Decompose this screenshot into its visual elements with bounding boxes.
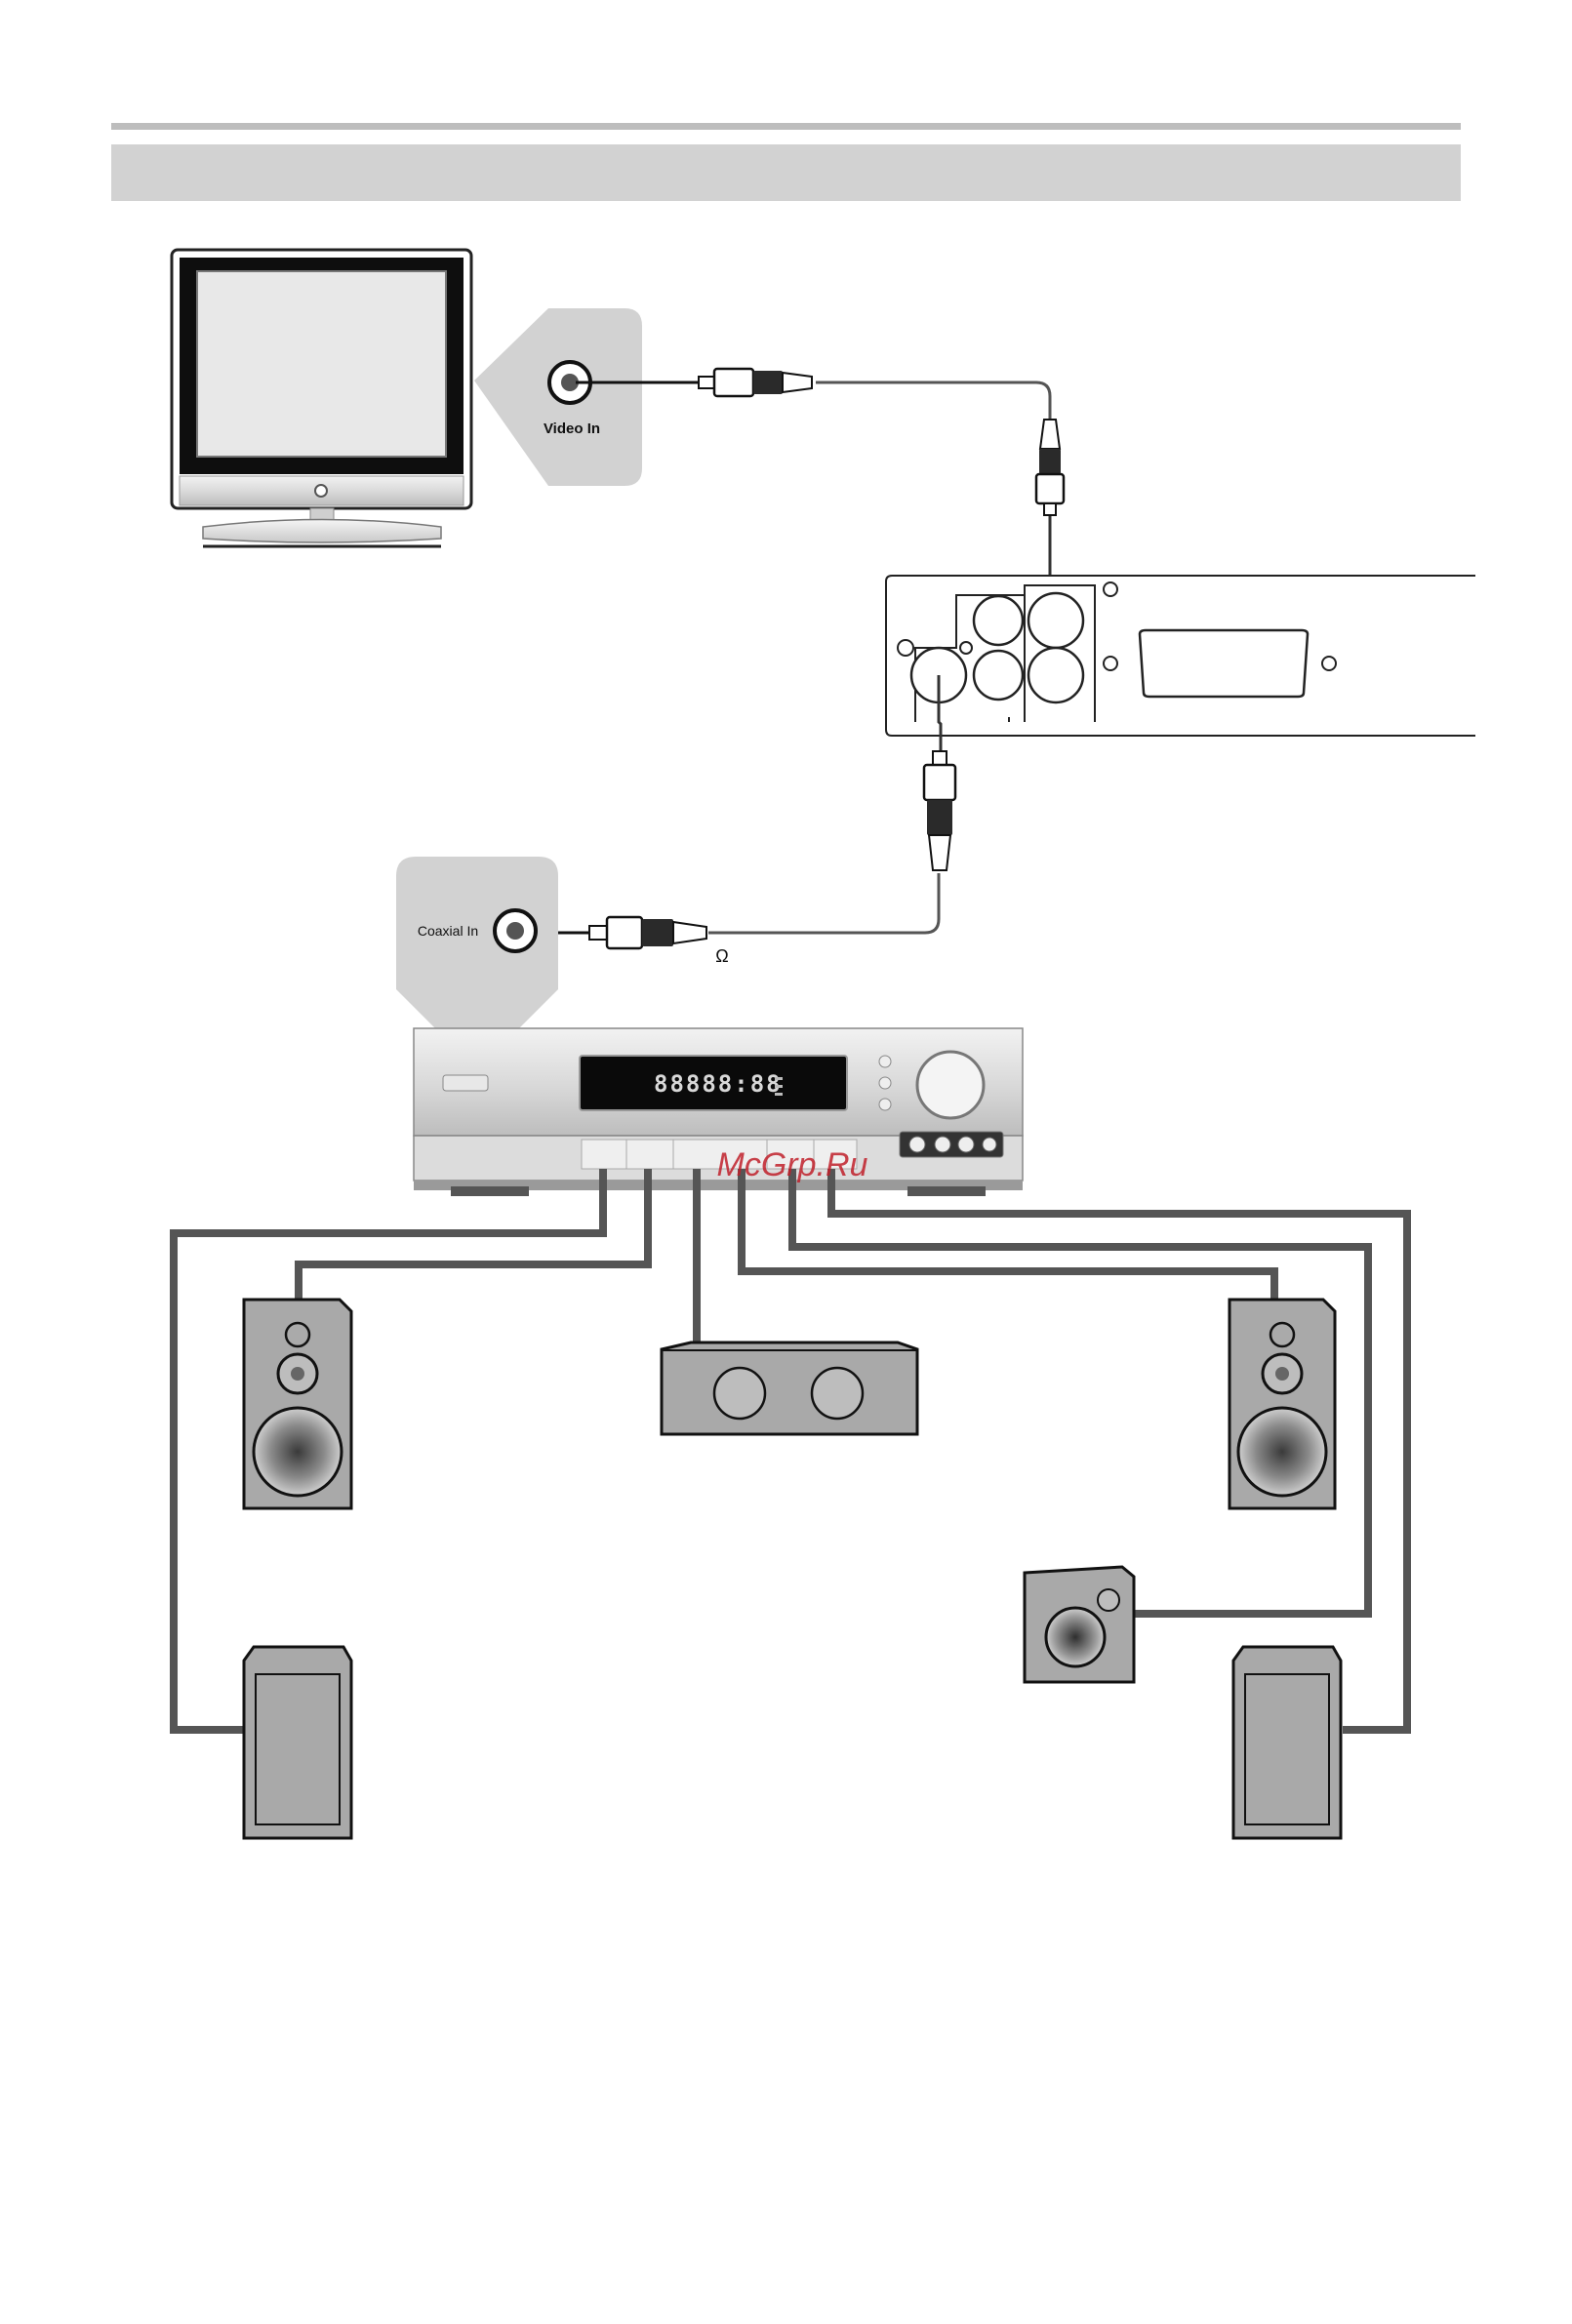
video-in-callout (474, 308, 642, 486)
coaxial-plug-vertical (924, 751, 955, 870)
center-speaker (662, 1342, 917, 1434)
video-rca-plug-horizontal (699, 369, 812, 396)
video-rca-plug-vertical (1036, 420, 1064, 515)
coaxial-plug-horizontal (589, 917, 706, 948)
player-rear-panel (886, 576, 1475, 736)
receiver-display-indicators (775, 1077, 783, 1096)
coaxial-in-label: Coaxial In (418, 923, 478, 939)
tv (172, 250, 471, 546)
rear-left-speaker (244, 1647, 351, 1838)
receiver-display-readout: 88888:88 (654, 1070, 783, 1098)
rear-right-speaker (1233, 1647, 1341, 1838)
front-right-speaker (1229, 1300, 1335, 1508)
coaxial-in-callout (396, 857, 558, 1030)
video-rca-cable (576, 382, 1050, 585)
subwoofer (1025, 1567, 1134, 1682)
video-in-label: Video In (544, 421, 600, 437)
coaxial-cable (543, 675, 941, 933)
speaker-wires (174, 1169, 1407, 1730)
watermark: McGrp.Ru (717, 1146, 868, 1183)
ohm-label: Ω (715, 946, 728, 966)
front-left-speaker (244, 1300, 351, 1508)
